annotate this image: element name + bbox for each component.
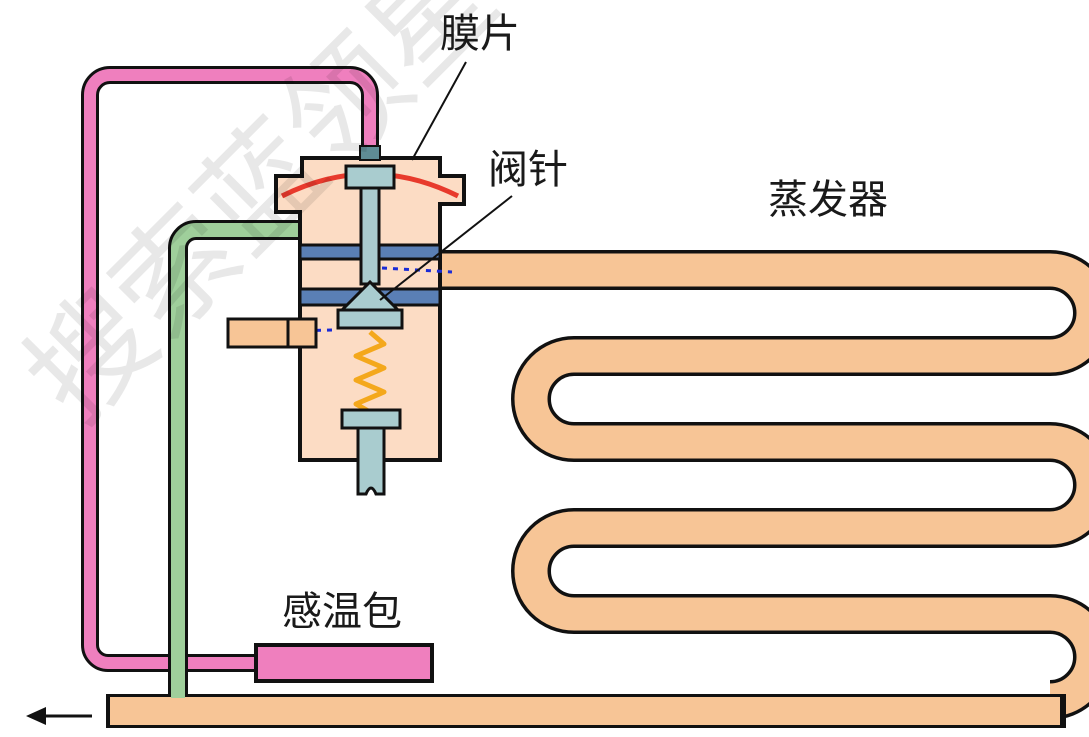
valve-stem-top xyxy=(344,164,396,190)
evaporator-label: 蒸发器 xyxy=(768,177,888,223)
membrane-leader-line xyxy=(411,61,467,161)
evaporator-tube-outline xyxy=(440,250,1089,720)
inlet-pipe xyxy=(226,317,318,349)
valve-stem-shaft xyxy=(359,186,381,286)
outlet-pipe-fill xyxy=(110,697,1060,725)
needle-leader-line xyxy=(379,195,513,301)
evaporator-coil xyxy=(440,250,1089,720)
sensing-bulb xyxy=(254,643,434,683)
evaporator-tube-fill xyxy=(440,253,1089,717)
membrane-label: 膜片 xyxy=(440,11,520,57)
outlet-pipe xyxy=(106,694,1066,728)
expansion-valve-body xyxy=(227,145,466,496)
capillary-tube xyxy=(81,66,379,672)
equalizer-tube xyxy=(168,220,300,698)
adjust-screw-head xyxy=(340,408,402,430)
sensing-bulb-label: 感温包 xyxy=(282,589,402,635)
flow-arrow-icon xyxy=(26,707,92,725)
valve-spring xyxy=(353,330,387,415)
valve-needle-base xyxy=(336,308,404,330)
adjust-screw-shaft xyxy=(356,426,386,496)
needle-label: 阀针 xyxy=(488,147,568,193)
